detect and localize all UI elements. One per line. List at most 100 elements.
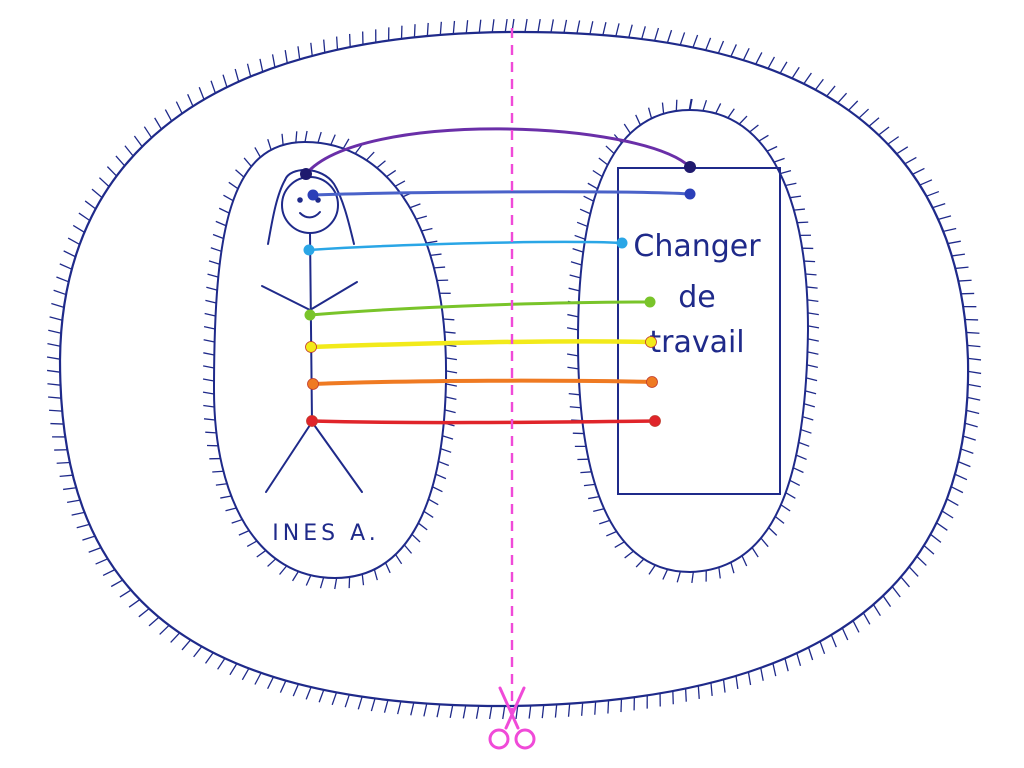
- hatch-mark: [119, 589, 132, 598]
- hatch-mark: [84, 200, 97, 210]
- cord-red: [306, 415, 661, 427]
- cord-indigo: [307, 188, 696, 201]
- hatch-mark: [445, 357, 458, 361]
- hatch-mark: [742, 47, 750, 61]
- hatch-mark: [537, 19, 541, 33]
- cord-orange: [307, 376, 658, 390]
- hatch-mark: [59, 263, 73, 270]
- outer-bubble-hatching: [46, 18, 982, 720]
- hatch-mark: [59, 474, 73, 478]
- hatch-mark: [919, 179, 933, 186]
- hatch-mark: [218, 207, 230, 214]
- hatch-mark: [689, 98, 693, 111]
- hatch-mark: [807, 351, 819, 355]
- hatch-mark: [583, 195, 594, 202]
- hatch-mark: [170, 632, 181, 643]
- hatch-mark: [442, 435, 454, 440]
- hatch-mark: [780, 504, 791, 512]
- hatch-mark: [449, 704, 454, 718]
- cord-anchor-person: [307, 378, 319, 390]
- hatch-mark: [47, 343, 61, 347]
- hatch-mark: [766, 145, 778, 152]
- energy-cords: [300, 127, 696, 427]
- hatch-mark: [504, 18, 508, 33]
- hatch-mark: [370, 698, 376, 712]
- hatch-mark: [203, 325, 216, 330]
- cord-line: [308, 339, 654, 350]
- hatch-mark: [923, 545, 935, 555]
- hatch-mark: [271, 54, 276, 68]
- hatch-mark: [602, 22, 607, 36]
- hatch-mark: [524, 18, 528, 33]
- hatch-mark: [806, 364, 818, 369]
- hatch-mark: [319, 577, 325, 589]
- hatch-mark: [267, 558, 277, 567]
- hatch-mark: [438, 460, 450, 467]
- hatch-mark: [143, 126, 153, 139]
- hatch-mark: [49, 316, 63, 321]
- hatch-mark: [71, 511, 85, 516]
- hatch-mark: [292, 683, 300, 697]
- hatch-mark: [751, 547, 759, 558]
- hatch-mark: [202, 391, 215, 395]
- hatch-mark: [435, 473, 447, 480]
- hatch-mark: [641, 26, 646, 40]
- hatch-mark: [433, 266, 446, 269]
- hatch-mark: [967, 396, 981, 401]
- hatch-mark: [365, 151, 375, 161]
- cord-yellow: [305, 336, 657, 353]
- hatch-mark: [396, 701, 402, 715]
- hatch-mark: [692, 34, 699, 48]
- hatch-mark: [376, 160, 386, 169]
- hatch-mark: [515, 705, 519, 720]
- hatch-mark: [594, 701, 597, 715]
- hatch-mark: [963, 435, 976, 441]
- hatch-mark: [841, 627, 849, 641]
- hatch-mark: [491, 19, 495, 33]
- hatch-mark: [779, 61, 788, 74]
- hatch-mark: [305, 574, 312, 586]
- hatch-mark: [128, 599, 141, 608]
- hatch-mark: [941, 510, 954, 519]
- hatch-mark: [635, 558, 645, 568]
- hatch-mark: [774, 515, 785, 524]
- hatch-mark: [628, 24, 633, 38]
- hatch-mark: [568, 392, 580, 396]
- hatch-mark: [342, 138, 350, 149]
- hatch-mark: [63, 487, 77, 491]
- hatch-mark: [256, 549, 267, 558]
- hatch-mark: [444, 331, 456, 334]
- hatch-mark: [760, 537, 769, 548]
- cord-anchor-person: [303, 244, 315, 256]
- hatch-mark: [796, 652, 802, 666]
- hatch-mark: [439, 21, 442, 35]
- hatch-mark: [868, 117, 880, 127]
- hatch-mark: [304, 130, 308, 143]
- hatch-mark: [436, 704, 441, 718]
- hatch-mark: [807, 647, 814, 661]
- hatch-mark: [335, 36, 339, 50]
- hatch-mark: [943, 227, 957, 233]
- cord-violet: [300, 127, 696, 180]
- hatch-mark: [210, 247, 222, 252]
- hatch-mark: [887, 136, 900, 145]
- hatch-mark: [773, 157, 785, 163]
- hatch-mark: [819, 641, 826, 655]
- hatch-mark: [246, 540, 258, 548]
- hatch-mark: [916, 555, 927, 566]
- hatch-mark: [967, 357, 982, 361]
- hatch-mark: [789, 479, 801, 487]
- hatch-mark: [803, 403, 816, 408]
- hatch-mark: [220, 495, 232, 499]
- hatch-mark: [212, 470, 224, 473]
- hatch-mark: [800, 428, 812, 434]
- hatch-mark: [443, 318, 455, 321]
- person-bubble-hatching: [202, 130, 458, 590]
- scissors-icon[interactable]: [488, 686, 536, 750]
- hatch-mark: [576, 221, 588, 228]
- hatch-mark: [784, 658, 789, 672]
- hatch-mark: [229, 663, 238, 676]
- hatch-mark: [805, 273, 817, 276]
- hatch-mark: [967, 370, 982, 375]
